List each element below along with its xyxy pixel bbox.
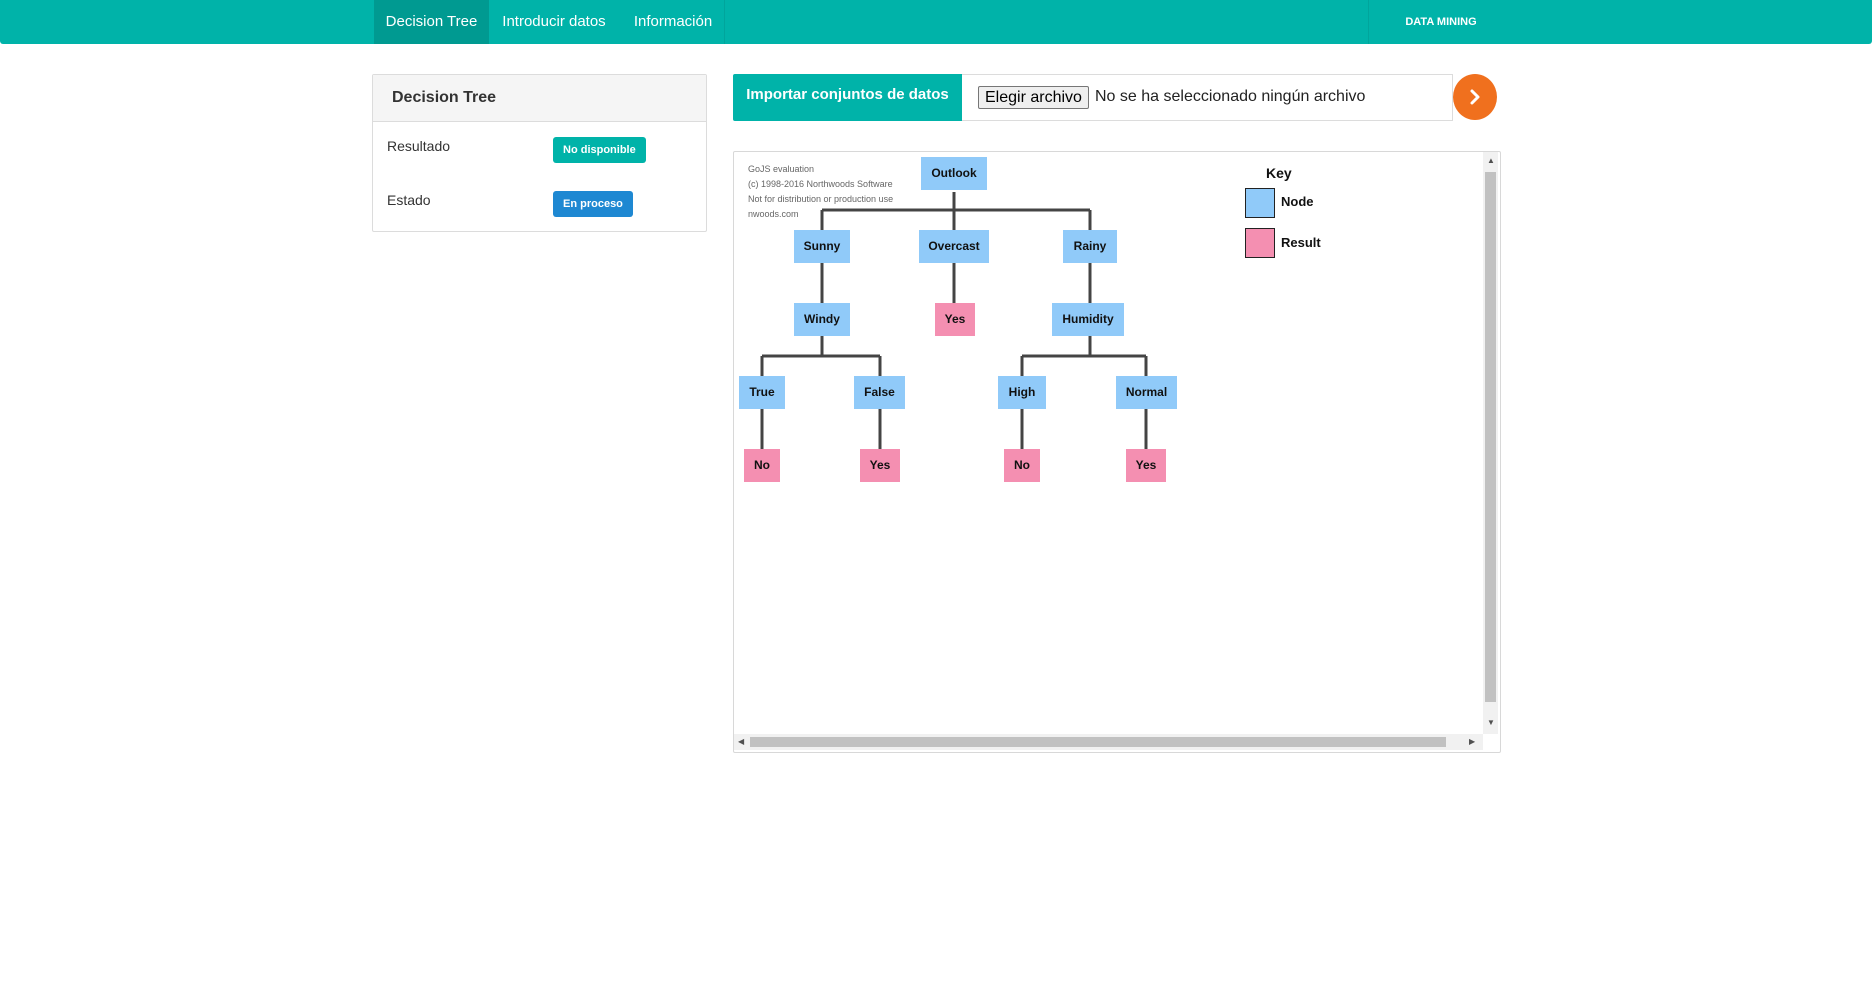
node-rainy[interactable]: Rainy [1063, 230, 1117, 263]
nav-decision-tree[interactable]: Decision Tree [374, 0, 489, 44]
scroll-left-icon[interactable]: ◀ [738, 737, 745, 746]
import-datasets-button[interactable]: Importar conjuntos de datos [733, 74, 962, 121]
result-true-no[interactable]: No [744, 449, 780, 482]
scroll-up-icon[interactable]: ▲ [1487, 156, 1495, 165]
key-result-label: Result [1281, 235, 1321, 250]
key-result-swatch [1245, 228, 1275, 258]
file-status-text: No se ha seleccionado ningún archivo [1095, 88, 1366, 105]
decision-tree-diagram[interactable]: GoJS evaluation (c) 1998-2016 Northwoods… [733, 151, 1501, 753]
nav-informacion[interactable]: Información [633, 13, 713, 30]
node-overcast[interactable]: Overcast [919, 230, 989, 263]
horizontal-scrollbar[interactable]: ◀ ▶ [734, 734, 1483, 750]
scroll-down-icon[interactable]: ▼ [1487, 718, 1495, 727]
gojs-watermark: GoJS evaluation (c) 1998-2016 Northwoods… [748, 162, 893, 222]
key-title: Key [1266, 165, 1292, 181]
result-overcast-yes[interactable]: Yes [935, 303, 975, 336]
file-input[interactable]: Elegir archivo No se ha seleccionado nin… [962, 74, 1453, 121]
result-normal-yes[interactable]: Yes [1126, 449, 1166, 482]
node-sunny[interactable]: Sunny [794, 230, 850, 263]
node-high[interactable]: High [998, 376, 1046, 409]
result-high-no[interactable]: No [1004, 449, 1040, 482]
node-true[interactable]: True [739, 376, 785, 409]
submit-go-button[interactable] [1453, 74, 1497, 120]
key-node-swatch [1245, 188, 1275, 218]
brand-data-mining[interactable]: DATA MINING [1368, 0, 1513, 44]
nav-introducir-datos[interactable]: Introducir datos [502, 13, 606, 30]
status-panel: Decision Tree Resultado No disponible Es… [372, 74, 707, 232]
vertical-scrollbar[interactable]: ▲ ▼ [1483, 152, 1498, 734]
node-humidity[interactable]: Humidity [1052, 303, 1124, 336]
panel-title: Decision Tree [373, 75, 706, 122]
node-false[interactable]: False [854, 376, 905, 409]
nav-divider [724, 0, 725, 44]
watermark-line: Not for distribution or production use [748, 194, 894, 204]
node-windy[interactable]: Windy [794, 303, 850, 336]
estado-label: Estado [387, 192, 431, 208]
estado-status-badge: En proceso [553, 191, 633, 217]
key-node-label: Node [1281, 194, 1314, 209]
top-navbar: Decision Tree Introducir datos Informaci… [0, 0, 1872, 44]
node-outlook[interactable]: Outlook [921, 157, 987, 190]
resultado-label: Resultado [387, 138, 451, 154]
result-false-yes[interactable]: Yes [860, 449, 900, 482]
node-normal[interactable]: Normal [1116, 376, 1177, 409]
vertical-scroll-thumb[interactable] [1485, 172, 1496, 702]
horizontal-scroll-thumb[interactable] [750, 737, 1446, 747]
watermark-line: nwoods.com [748, 209, 799, 219]
watermark-line: (c) 1998-2016 Northwoods Software [748, 179, 893, 189]
tree-links [760, 192, 1148, 449]
scroll-right-icon[interactable]: ▶ [1469, 737, 1476, 746]
watermark-line: GoJS evaluation [748, 164, 815, 174]
chevron-right-icon [1470, 89, 1480, 105]
resultado-status-badge: No disponible [553, 137, 646, 163]
choose-file-button[interactable]: Elegir archivo [978, 86, 1089, 109]
